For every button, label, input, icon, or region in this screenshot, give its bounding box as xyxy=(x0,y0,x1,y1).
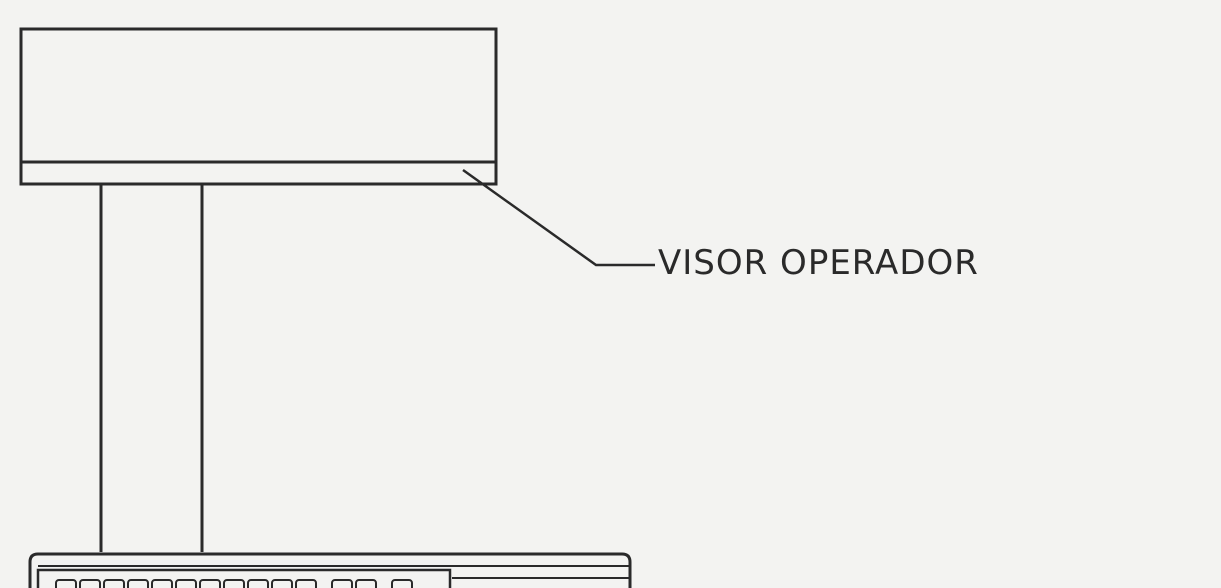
key xyxy=(247,579,269,588)
key xyxy=(127,579,149,588)
display-housing xyxy=(19,27,498,186)
key xyxy=(331,579,353,588)
callout-leader-line xyxy=(462,168,655,267)
keypad-frame xyxy=(36,568,452,588)
key xyxy=(175,579,197,588)
key xyxy=(55,579,77,588)
base-top-outline xyxy=(28,552,632,588)
keypad-keys xyxy=(55,579,413,588)
key xyxy=(103,579,125,588)
key xyxy=(271,579,293,588)
key xyxy=(355,579,377,588)
key xyxy=(79,579,101,588)
key xyxy=(391,579,413,588)
callout-label-visor-operador: VISOR OPERADOR xyxy=(658,243,979,283)
key xyxy=(199,579,221,588)
key xyxy=(223,579,245,588)
key xyxy=(151,579,173,588)
key xyxy=(295,579,317,588)
